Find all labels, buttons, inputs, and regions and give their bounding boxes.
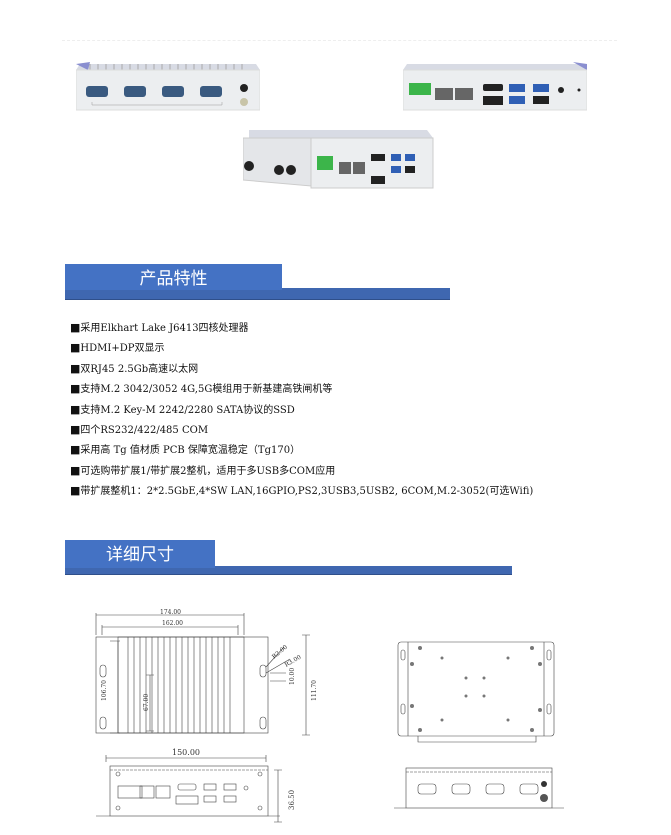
- dimension-drawing-com-side: [394, 767, 564, 809]
- feature-item: 可选购带扩展1/带扩展2整机，适用于多USB多COM应用: [70, 461, 533, 481]
- product-photo-perspective: [243, 130, 434, 189]
- feature-item: 双RJ45 2.5Gb高速以太网: [70, 359, 533, 379]
- feature-item: 支持M.2 3042/3052 4G,5G模组用于新基建高铁闸机等: [70, 379, 533, 399]
- feature-item: 采用Elkhart Lake J6413四核处理器: [70, 318, 533, 338]
- product-photo-com-side: [76, 62, 260, 111]
- section-underline-bar: [65, 288, 450, 300]
- dimension-drawing-bottom: [397, 641, 555, 743]
- product-photo-io-side: [403, 62, 587, 111]
- feature-item: 四个RS232/422/485 COM: [70, 420, 533, 440]
- section-title-features: 产品特性: [139, 269, 208, 289]
- dim-label: 174.00: [160, 609, 181, 616]
- dim-label: 150.00: [172, 748, 200, 757]
- section-banner-features: [65, 264, 282, 290]
- feature-item: 带扩展整机1：2*2.5GbE,4*SW LAN,16GPIO,PS2,3USB…: [70, 481, 533, 501]
- dim-label: R3.00: [284, 654, 303, 669]
- section-banner-dimensions: [65, 540, 215, 568]
- dim-label: 106.70: [101, 680, 108, 701]
- dim-label: 67.00: [143, 694, 150, 711]
- divider: [62, 40, 617, 41]
- feature-item: HDMI+DP双显示: [70, 338, 533, 358]
- section-title-dimensions: 详细尺寸: [106, 545, 174, 565]
- section-underline-bar: [65, 566, 512, 575]
- dim-label: R2.00: [271, 644, 289, 661]
- dim-label: 10.00: [289, 668, 296, 685]
- dimension-drawing-front: 150.00 36.50: [96, 748, 296, 823]
- feature-list: 采用Elkhart Lake J6413四核处理器 HDMI+DP双显示 双RJ…: [70, 318, 533, 502]
- feature-item: 支持M.2 Key-M 2242/2280 SATA协议的SSD: [70, 400, 533, 420]
- dim-label: 111.70: [311, 680, 318, 701]
- feature-item: 采用高 Tg 值材质 PCB 保障宽温稳定（Tg170）: [70, 440, 533, 460]
- dim-label: 162.00: [162, 620, 183, 627]
- dim-label: 36.50: [288, 790, 296, 810]
- dimension-drawing-top: 174.00 162.00 106.70 67.00 R2.00 R3.00 1…: [95, 609, 318, 736]
